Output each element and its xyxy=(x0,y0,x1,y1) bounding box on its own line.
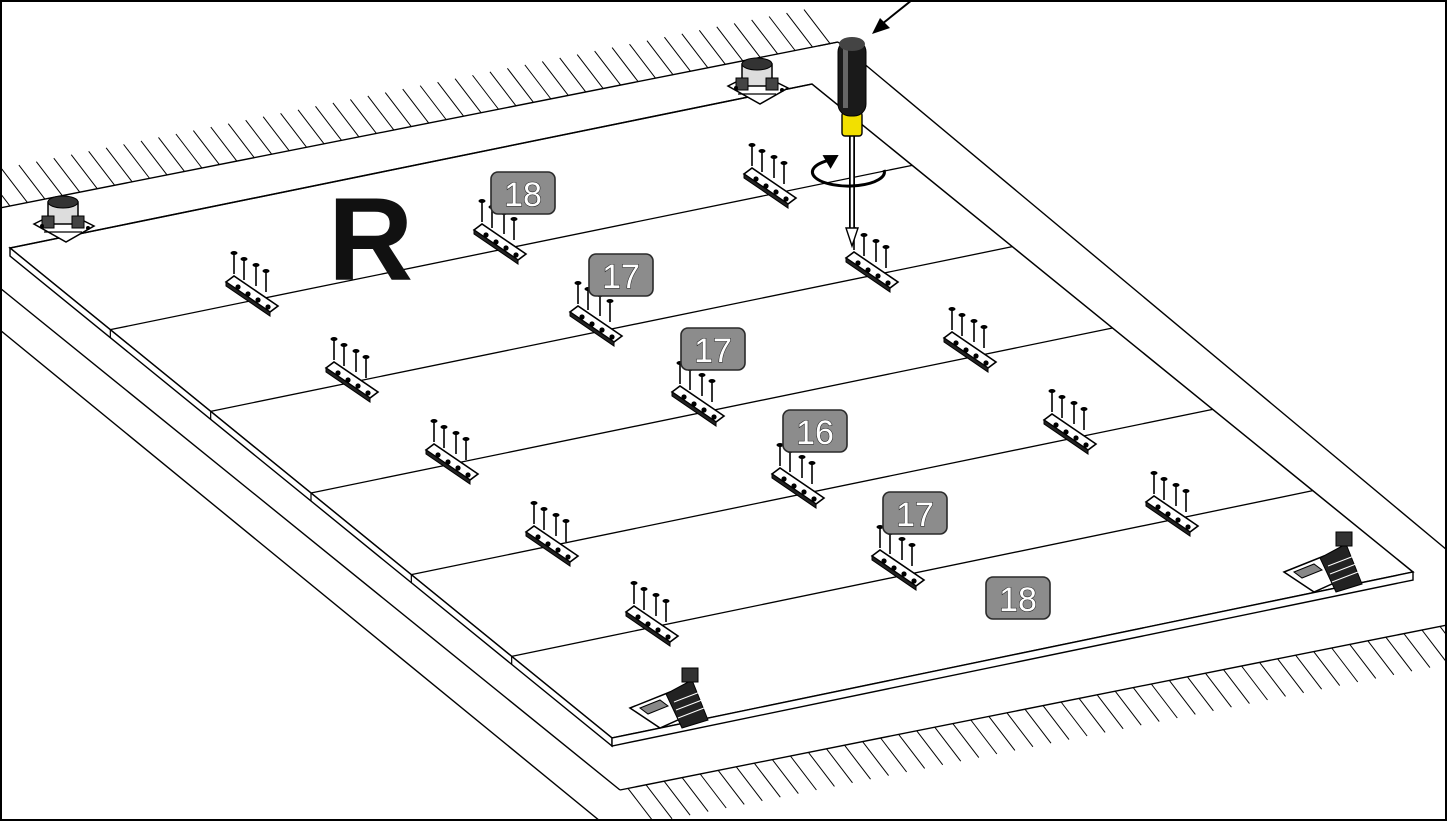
rotate-arrow-icon xyxy=(810,155,886,188)
board-badge-4: 16 xyxy=(782,409,848,453)
board-number: 17 xyxy=(896,496,934,534)
screwdriver-icon xyxy=(837,37,867,249)
pointer-arrow-icon xyxy=(872,0,913,34)
board-badge-3: 17 xyxy=(680,327,746,371)
board-number: 17 xyxy=(602,258,640,296)
board-number: 18 xyxy=(999,581,1037,619)
floor-outline xyxy=(0,41,1447,821)
board-badge-6: 18 xyxy=(985,576,1051,620)
board-number: 18 xyxy=(504,176,542,214)
bottom-hatch xyxy=(619,624,1447,821)
board-number: 16 xyxy=(796,414,834,452)
top-hatch xyxy=(0,9,839,209)
board-badge-2: 17 xyxy=(588,253,654,297)
board-number: 17 xyxy=(694,332,732,370)
board-badge-5: 17 xyxy=(882,491,948,535)
step-letter: R xyxy=(328,174,413,306)
board-badge-1: 18 xyxy=(490,171,556,215)
